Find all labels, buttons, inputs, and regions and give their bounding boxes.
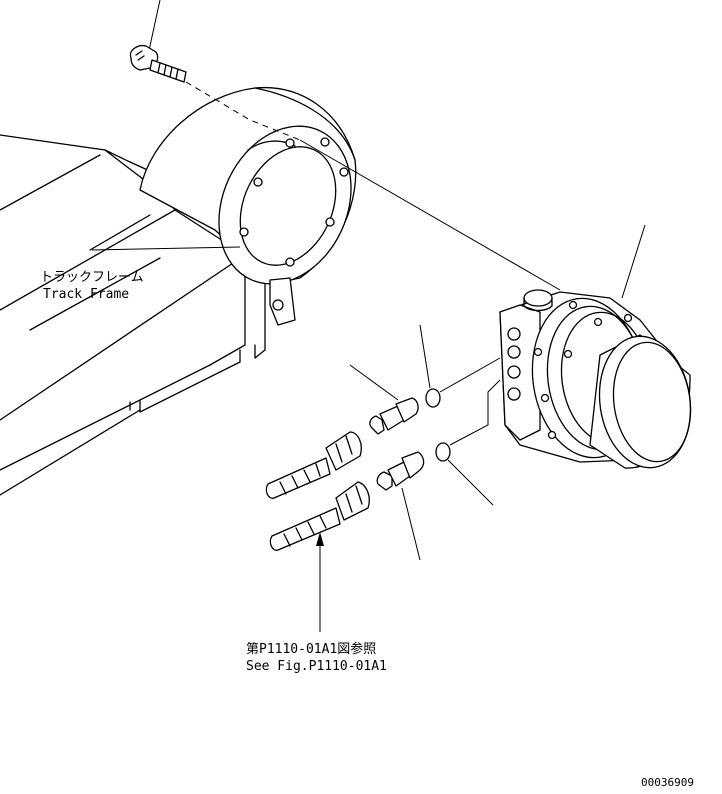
see-fig-label-jp: 第P1110-01A1図参照	[246, 641, 376, 657]
track-frame	[0, 134, 266, 496]
bolt-leader-line	[299, 139, 561, 291]
elbow-fitting-upper	[349, 364, 419, 435]
mounting-bolt	[129, 0, 301, 141]
drawing-number: 00036909	[641, 776, 694, 789]
track-frame-leader	[91, 246, 241, 251]
track-frame-label-en: Track Frame	[43, 287, 129, 302]
travel-motor	[499, 289, 692, 469]
track-frame-label-jp: トラックフレーム	[40, 270, 144, 285]
o-ring-upper	[419, 324, 501, 408]
o-ring-lower	[435, 379, 501, 506]
see-fig-label-en: See Fig.P1110-01A1	[246, 659, 387, 674]
motor-mount-ring	[139, 86, 357, 326]
reference-arrow	[316, 532, 324, 632]
hose-lower	[269, 481, 370, 551]
motor-leader-line	[621, 224, 646, 299]
hose-upper	[265, 431, 362, 499]
elbow-fitting-lower	[376, 451, 425, 561]
